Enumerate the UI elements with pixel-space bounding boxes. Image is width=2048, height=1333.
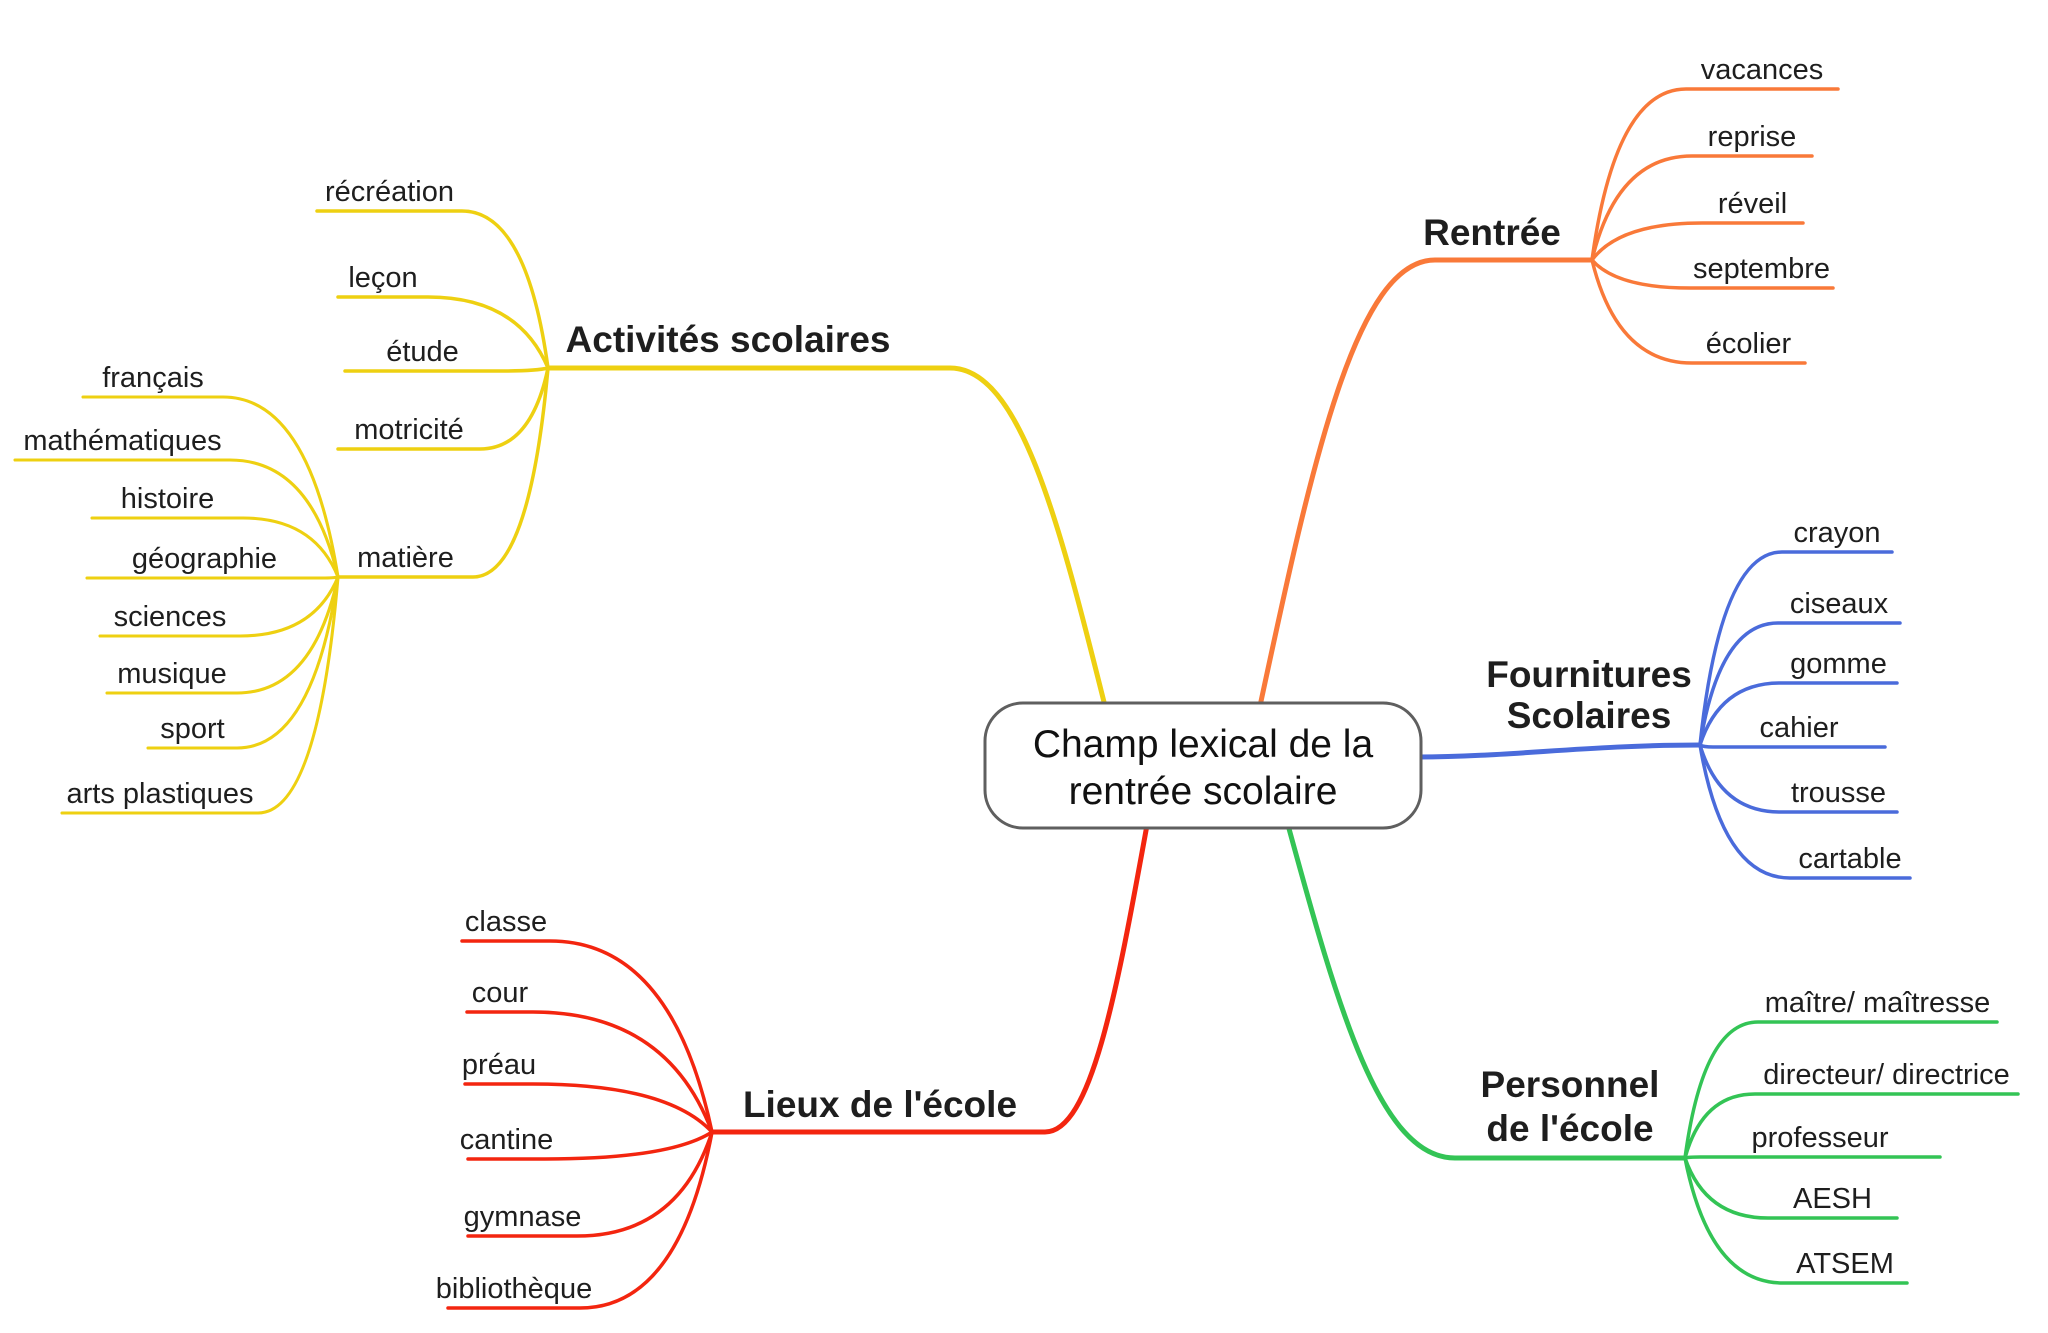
node-label-reveil[interactable]: réveil: [1718, 188, 1787, 220]
connector-preau: [463, 1082, 714, 1134]
node-label-maitre-maitresse[interactable]: maître/ maîtresse: [1765, 987, 1991, 1019]
connector-bibliotheque: [446, 1130, 714, 1310]
node-label-ecolier[interactable]: écolier: [1706, 328, 1792, 360]
node-label-preau[interactable]: préau: [462, 1049, 536, 1081]
connector-reveil: [1590, 221, 1805, 262]
connector-aesh: [1683, 1156, 1899, 1220]
connector-septembre: [1590, 258, 1835, 290]
connector-matiere: [336, 366, 550, 579]
branch-label-fournitures-scolaires[interactable]: Fournitures: [1486, 654, 1692, 695]
connector-cahier: [1698, 743, 1887, 749]
node-label-professeur[interactable]: professeur: [1751, 1122, 1888, 1154]
node-label-etude[interactable]: étude: [386, 336, 459, 368]
node-label-sciences[interactable]: sciences: [114, 601, 227, 633]
node-label-cour[interactable]: cour: [472, 977, 529, 1009]
branch-label-rentree[interactable]: Rentrée: [1423, 212, 1561, 253]
node-label-gymnase[interactable]: gymnase: [464, 1201, 582, 1233]
node-label-histoire[interactable]: histoire: [121, 483, 215, 515]
node-label-crayon[interactable]: crayon: [1793, 517, 1880, 549]
node-label-cantine[interactable]: cantine: [460, 1124, 554, 1156]
connector-musique: [105, 575, 340, 695]
connector-atsem: [1683, 1156, 1909, 1285]
connector-lecon: [336, 295, 550, 370]
connector-classe: [460, 939, 714, 1134]
connector-mathematiques: [13, 458, 340, 579]
node-label-directeur-directrice[interactable]: directeur/ directrice: [1763, 1059, 2010, 1091]
node-label-musique[interactable]: musique: [117, 658, 227, 690]
branch-label-lieux-de-l-ecole[interactable]: Lieux de l'école: [743, 1084, 1017, 1125]
branch-line-lieux-de-l-ecole: [709, 822, 1150, 1135]
node-label-ciseaux[interactable]: ciseaux: [1790, 588, 1889, 620]
node-label-francais[interactable]: français: [102, 362, 204, 394]
node-label-geographie[interactable]: géographie: [132, 543, 277, 575]
connector-maitre-maitresse: [1683, 1020, 1999, 1160]
connector-geographie: [85, 575, 340, 580]
connector-directeur-directrice: [1683, 1092, 2020, 1160]
connector-motricite: [336, 366, 550, 451]
connector-professeur: [1683, 1155, 1942, 1160]
connector-sciences: [98, 575, 340, 638]
connector-gymnase: [466, 1130, 714, 1238]
node-label-reprise[interactable]: reprise: [1708, 121, 1797, 153]
central-topic-box[interactable]: [983, 701, 1423, 830]
connector-ciseaux: [1698, 621, 1902, 747]
connector-trousse: [1698, 743, 1899, 814]
connector-cantine: [466, 1130, 714, 1161]
node-label-vacances[interactable]: vacances: [1701, 54, 1824, 86]
branch-label-activites-scolaires[interactable]: Activités scolaires: [566, 319, 891, 360]
connector-sport: [146, 575, 340, 750]
connector-gomme: [1698, 681, 1899, 747]
central-topic-label: rentrée scolaire: [1069, 770, 1338, 813]
branch-label-fournitures-scolaires[interactable]: Scolaires: [1507, 695, 1672, 736]
node-label-mathematiques[interactable]: mathématiques: [23, 425, 221, 457]
node-label-gomme[interactable]: gomme: [1790, 648, 1887, 680]
node-label-trousse[interactable]: trousse: [1791, 777, 1886, 809]
connector-francais: [81, 395, 340, 579]
node-label-cahier[interactable]: cahier: [1760, 712, 1839, 744]
connector-reprise: [1590, 154, 1814, 262]
node-label-bibliotheque[interactable]: bibliothèque: [436, 1273, 592, 1305]
branch-label-personnel-de-l-ecole[interactable]: de l'école: [1486, 1108, 1653, 1149]
connector-vacances: [1590, 87, 1840, 262]
node-label-lecon[interactable]: leçon: [348, 262, 417, 294]
node-label-motricite[interactable]: motricité: [354, 414, 464, 446]
node-label-matiere[interactable]: matière: [357, 542, 454, 574]
node-label-atsem[interactable]: ATSEM: [1796, 1248, 1894, 1280]
node-label-aesh[interactable]: AESH: [1793, 1183, 1872, 1215]
branch-line-rentree: [1257, 257, 1595, 709]
branch-label-personnel-de-l-ecole[interactable]: Personnel: [1481, 1064, 1660, 1105]
node-label-classe[interactable]: classe: [465, 906, 547, 938]
node-label-arts-plastiques[interactable]: arts plastiques: [67, 778, 254, 810]
branch-line-personnel-de-l-ecole: [1285, 822, 1688, 1161]
connector-cartable: [1698, 743, 1912, 880]
connector-crayon: [1698, 550, 1894, 747]
connector-etude: [343, 366, 550, 373]
branch-line-fournitures-scolaires: [1415, 742, 1703, 760]
central-topic-label: Champ lexical de la: [1033, 723, 1374, 766]
connector-arts-plastiques: [60, 575, 340, 815]
node-label-sport[interactable]: sport: [160, 713, 224, 745]
branch-line-activites-scolaires: [545, 365, 1108, 709]
connector-ecolier: [1590, 258, 1807, 365]
node-label-septembre[interactable]: septembre: [1693, 253, 1830, 285]
connector-histoire: [90, 516, 340, 579]
connector-cour: [465, 1010, 714, 1134]
node-label-cartable[interactable]: cartable: [1798, 843, 1901, 875]
node-label-recreation[interactable]: récréation: [325, 176, 454, 208]
connector-recreation: [315, 209, 550, 370]
